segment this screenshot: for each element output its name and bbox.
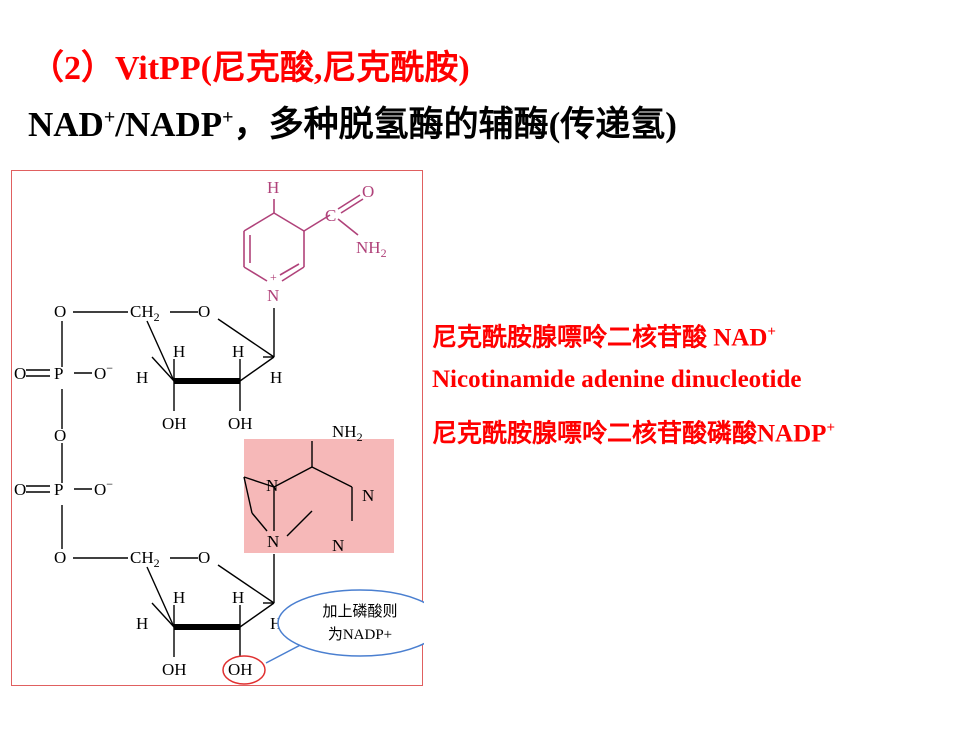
- atom-o-minus2: O−: [94, 477, 113, 499]
- atom-o-link2: O: [54, 548, 66, 567]
- atom-n-pyridinium: N: [267, 286, 279, 305]
- adenine-highlight-box: [244, 439, 394, 553]
- atom-n3: N: [332, 536, 344, 555]
- name-nadp-chinese: 尼克酰胺腺嘌呤二核苷酸磷酸NADP+: [432, 420, 835, 448]
- backbone-bonds: [26, 308, 353, 657]
- atom-o-double1: O: [14, 364, 26, 383]
- coenzyme-names: 尼克酰胺腺嘌呤二核苷酸 NAD+ Nicotinamide adenine di…: [432, 312, 835, 456]
- atom-oh-c3-upper: OH: [228, 414, 253, 433]
- atom-o-link1: O: [54, 302, 66, 321]
- callout-text-line1: 加上磷酸则: [322, 602, 397, 620]
- atom-nh2-adenine: NH2: [332, 422, 363, 444]
- atom-h-c1-upper: H: [270, 368, 282, 387]
- subtitle-nad: NAD: [28, 105, 104, 144]
- atom-oh-c2-upper: OH: [162, 414, 187, 433]
- ribose-bold-edges: [174, 378, 240, 630]
- atom-c-amide: C: [325, 206, 336, 225]
- slide-title: （2）VitPP(尼克酸,尼克酰胺): [30, 50, 470, 87]
- nad-structure-diagram: H O C NH2 N +: [14, 178, 424, 685]
- nadp-callout: 加上磷酸则 为NADP+: [265, 589, 424, 664]
- atom-o-double2: O: [14, 480, 26, 499]
- subtitle-nadp: /NADP: [115, 105, 223, 144]
- atom-ch2-lower: CH2: [130, 548, 160, 570]
- atom-h-c2-lower: H: [173, 588, 185, 607]
- atom-h-top: H: [267, 178, 279, 197]
- atom-oh-c3-lower: OH: [228, 660, 253, 679]
- atom-n9: N: [267, 532, 279, 551]
- atom-o-minus1: O−: [94, 361, 113, 383]
- atom-n1: N: [362, 486, 374, 505]
- nicotinamide-labels: H O C NH2 N +: [267, 178, 387, 305]
- slide-subtitle: NAD+/NADP+，多种脱氢酶的辅酶(传递氢): [28, 96, 677, 147]
- atom-o-carbonyl: O: [362, 182, 374, 201]
- name-nad-chinese: 尼克酰胺腺嘌呤二核苷酸 NAD+: [432, 324, 776, 352]
- atom-n-charge: +: [270, 270, 277, 284]
- atom-p1: P: [54, 364, 63, 383]
- subtitle-description: ，多种脱氢酶的辅酶(传递氢): [233, 105, 677, 144]
- name-nad-english: Nicotinamide adenine dinucleotide: [432, 366, 802, 393]
- atom-h-c3-upper: H: [232, 342, 244, 361]
- atom-o-ribose1: O: [198, 302, 210, 321]
- backbone-labels: O O CH2 H H H H OH OH O P O− O O P O− O …: [14, 302, 374, 679]
- atom-ch2-upper: CH2: [130, 302, 160, 324]
- atom-o-bridge: O: [54, 426, 66, 445]
- atom-oh-c2-lower: OH: [162, 660, 187, 679]
- atom-n7: N: [266, 476, 278, 495]
- atom-p2: P: [54, 480, 63, 499]
- nad-structure-figure: H O C NH2 N +: [11, 170, 424, 686]
- atom-o-ribose2: O: [198, 548, 210, 567]
- atom-h-c2-upper: H: [173, 342, 185, 361]
- atom-h-c4-upper: H: [136, 368, 148, 387]
- atom-h-c3-lower: H: [232, 588, 244, 607]
- callout-text-line2: 为NADP+: [328, 626, 392, 643]
- atom-nh2-amide: NH2: [356, 238, 387, 260]
- oh-highlight-circle: [222, 655, 266, 685]
- subtitle-nad-charge: +: [103, 106, 116, 129]
- subtitle-nadp-charge: +: [222, 106, 234, 129]
- atom-h-c4-lower: H: [136, 614, 148, 633]
- nicotinamide-ring-bonds: [243, 194, 364, 282]
